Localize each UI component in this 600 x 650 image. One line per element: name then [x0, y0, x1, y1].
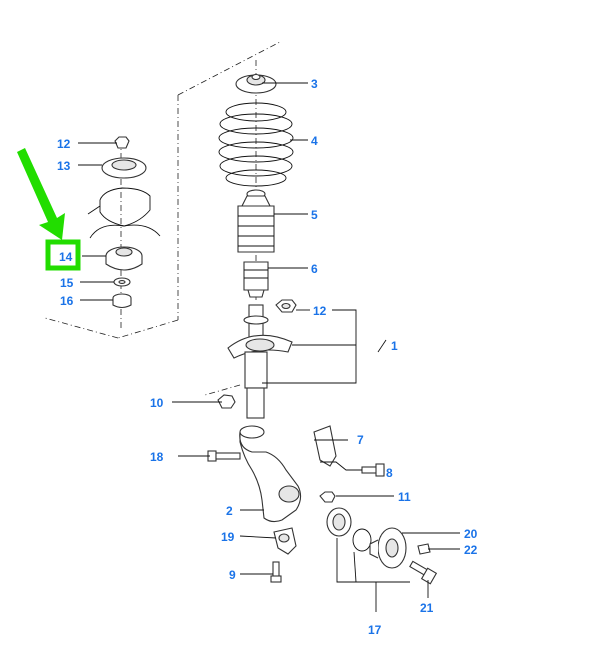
callout-1-tick — [377, 339, 387, 353]
part-inset-body-outline — [87, 187, 161, 239]
part-coil-spring — [218, 102, 294, 187]
callout-14: 14 — [59, 250, 73, 264]
part-hub-bolt-21 — [409, 560, 438, 585]
highlight-box — [45, 239, 81, 271]
leader-lines — [78, 82, 460, 612]
part-nut-strut — [275, 299, 297, 313]
callout-10: 10 — [150, 396, 164, 410]
highlight-arrow — [17, 148, 65, 240]
part-nut-lower — [217, 394, 236, 409]
callout-labels: 3 4 5 6 12 1 10 7 18 8 11 2 19 20 22 9 2… — [57, 77, 478, 637]
callout-22: 22 — [464, 543, 478, 557]
callout-1: 1 — [391, 339, 398, 353]
callout-9: 9 — [229, 568, 236, 582]
callout-2: 2 — [226, 504, 233, 518]
part-inset-washer-15 — [113, 277, 131, 287]
part-nut-11 — [319, 491, 336, 503]
part-bump-stop — [243, 261, 269, 298]
callout-6: 6 — [311, 262, 318, 276]
part-strut-assembly — [227, 304, 293, 419]
part-bolt-9 — [270, 561, 282, 583]
part-inset-nut — [114, 136, 130, 149]
callout-19: 19 — [221, 530, 235, 544]
part-bolt-8 — [361, 463, 385, 477]
callout-7: 7 — [357, 433, 364, 447]
part-top-mount — [235, 73, 277, 94]
part-bolt-18 — [207, 450, 241, 462]
part-wheel-bearing-17 — [326, 507, 372, 552]
part-ball-joint-19 — [273, 527, 297, 555]
inset-phantom-outline — [44, 41, 281, 396]
callout-4: 4 — [311, 134, 318, 148]
callout-15: 15 — [60, 276, 74, 290]
callout-18: 18 — [150, 450, 164, 464]
callout-12-inset: 12 — [57, 137, 71, 151]
part-clip-22 — [417, 543, 431, 555]
callout-8: 8 — [386, 466, 393, 480]
callout-11: 11 — [398, 490, 411, 504]
callout-17: 17 — [368, 623, 382, 637]
part-wheel-hub-20 — [369, 527, 407, 569]
callout-3: 3 — [311, 77, 318, 91]
part-inset-bearing — [101, 157, 147, 179]
part-bracket-7 — [313, 425, 337, 467]
callout-16: 16 — [60, 294, 74, 308]
callout-20: 20 — [464, 527, 478, 541]
callout-12-right: 12 — [313, 304, 327, 318]
callout-21: 21 — [420, 601, 434, 615]
part-inset-mount-14 — [105, 246, 143, 271]
part-dust-boot — [237, 189, 275, 253]
callout-13: 13 — [57, 159, 71, 173]
part-steering-knuckle — [239, 425, 302, 523]
callout-5: 5 — [311, 208, 318, 222]
part-inset-bushing-16 — [112, 293, 132, 309]
